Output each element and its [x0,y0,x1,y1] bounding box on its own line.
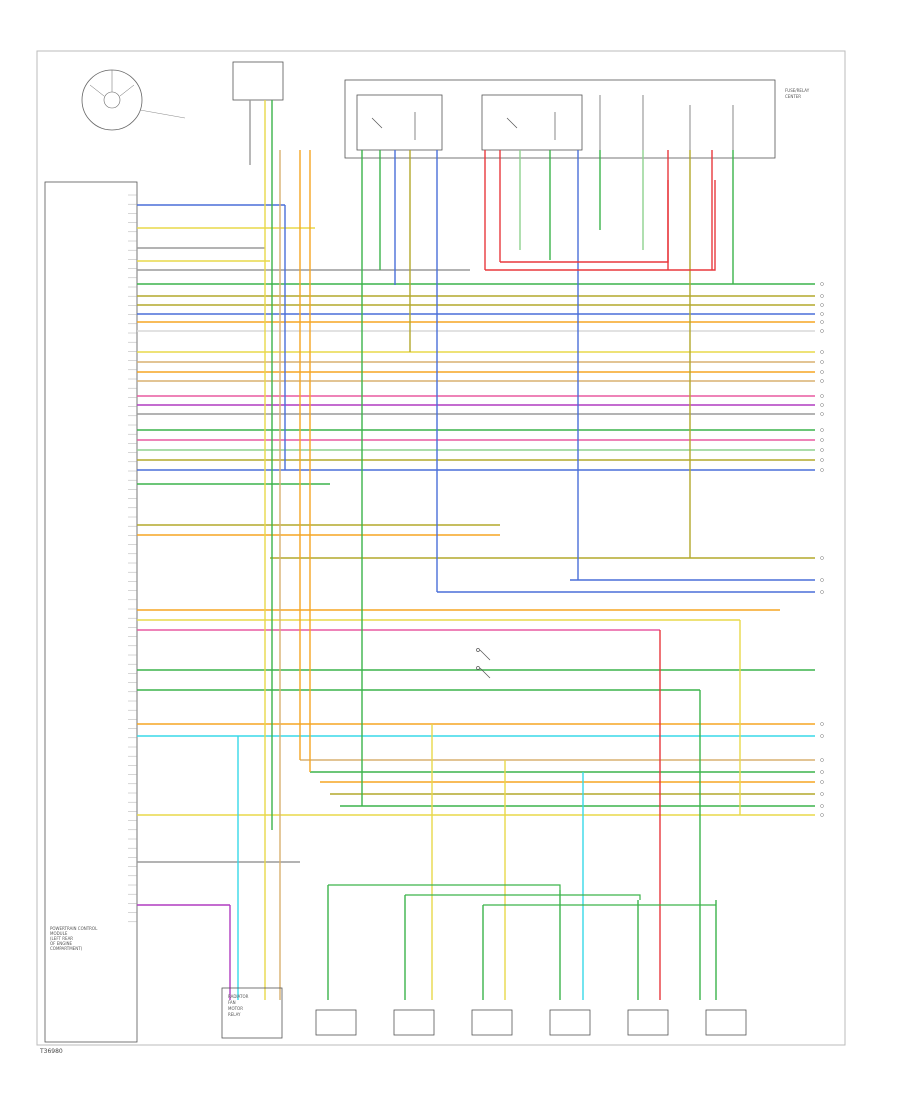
red-wire-loop-inner [500,180,669,263]
diagram-frame [36,50,846,1046]
connector-pin-marker [820,556,824,560]
connector-pin-marker [820,468,824,472]
connector-pin-marker [820,734,824,738]
connector-pin-marker [820,578,824,582]
connector-pin-marker [820,438,824,442]
fuse-relay-center-box [344,79,776,159]
connector-pin-marker [820,758,824,762]
injector-3-box [471,1009,513,1036]
vertical-wires [229,100,741,1000]
radiator-fan-relay-label-line3: MOTOR [228,1006,243,1011]
auto-shutdown-relay [481,94,583,151]
connector-pin-marker [820,780,824,784]
connector-pin-marker [820,379,824,383]
radiator-fan-relay-label: RADIATOR FAN MOTOR RELAY [228,994,249,1017]
fuel-pump-relay [356,94,443,151]
connector-pin-marker [820,722,824,726]
radiator-fan-relay-label-line2: FAN [228,1000,236,1005]
connector-pin-marker [820,590,824,594]
radiator-fan-relay-label-line1: RADIATOR [228,994,249,999]
connector-pin-marker [820,804,824,808]
connector-pin-marker [820,370,824,374]
connector-pin-marker [820,303,824,307]
green-bus-bottom [328,884,716,906]
injector-6-box [705,1009,747,1036]
pcm-label-line1: POWERTRAIN CONTROL [50,926,98,931]
connector-pin-marker [820,394,824,398]
connector-pin-marker [820,792,824,796]
connector-pin-marker [820,350,824,354]
connector-pin-marker [820,403,824,407]
connector-pin-marker [820,458,824,462]
relay-center-label-line1: FUSE/RELAY [785,88,810,93]
connector-pin-marker [820,813,824,817]
connector-pin-marker [820,428,824,432]
connector-pin-marker [820,320,824,324]
horizontal-wires [137,204,815,906]
connector-pin-marker [820,282,824,286]
relay-contacts [371,95,734,150]
injector-2-box [393,1009,435,1036]
pcm-label-line5: COMPARTMENT) [50,946,83,951]
relay-center-label-line2: CENTER [785,94,801,99]
connector-pin-marker [820,329,824,333]
switch-symbols [476,648,491,679]
pcm-label-line2: MODULE [50,931,68,936]
injector-1-box [315,1009,357,1036]
pcm-label: POWERTRAIN CONTROL MODULE (LEFT REAR OF … [50,926,98,951]
radiator-fan-relay-label-line4: RELAY [228,1012,241,1017]
connector-pin-marker [820,360,824,364]
connector-pin-marker [820,294,824,298]
diagram-footer-code: T36980 [39,1048,63,1055]
radiator-fan-relay-box [221,987,283,1039]
pcm-pin-ticks [128,194,137,922]
right-edge-markers [820,282,824,817]
pcm-label-line4: OF ENGINE [50,941,73,946]
pcm-label-line3: (LEFT REAR [50,936,73,941]
injector-5-box [627,1009,669,1036]
red-wire-loop [485,180,716,271]
connector-pin-marker [820,312,824,316]
injector-4-box [549,1009,591,1036]
connector-pin-marker [820,412,824,416]
relay-center-label: FUSE/RELAY CENTER [785,88,810,99]
pcm-box [44,181,138,1043]
ignition-coil-box [232,61,284,101]
connector-pin-marker [820,770,824,774]
distributor-component [81,69,186,131]
connector-pin-marker [820,448,824,452]
